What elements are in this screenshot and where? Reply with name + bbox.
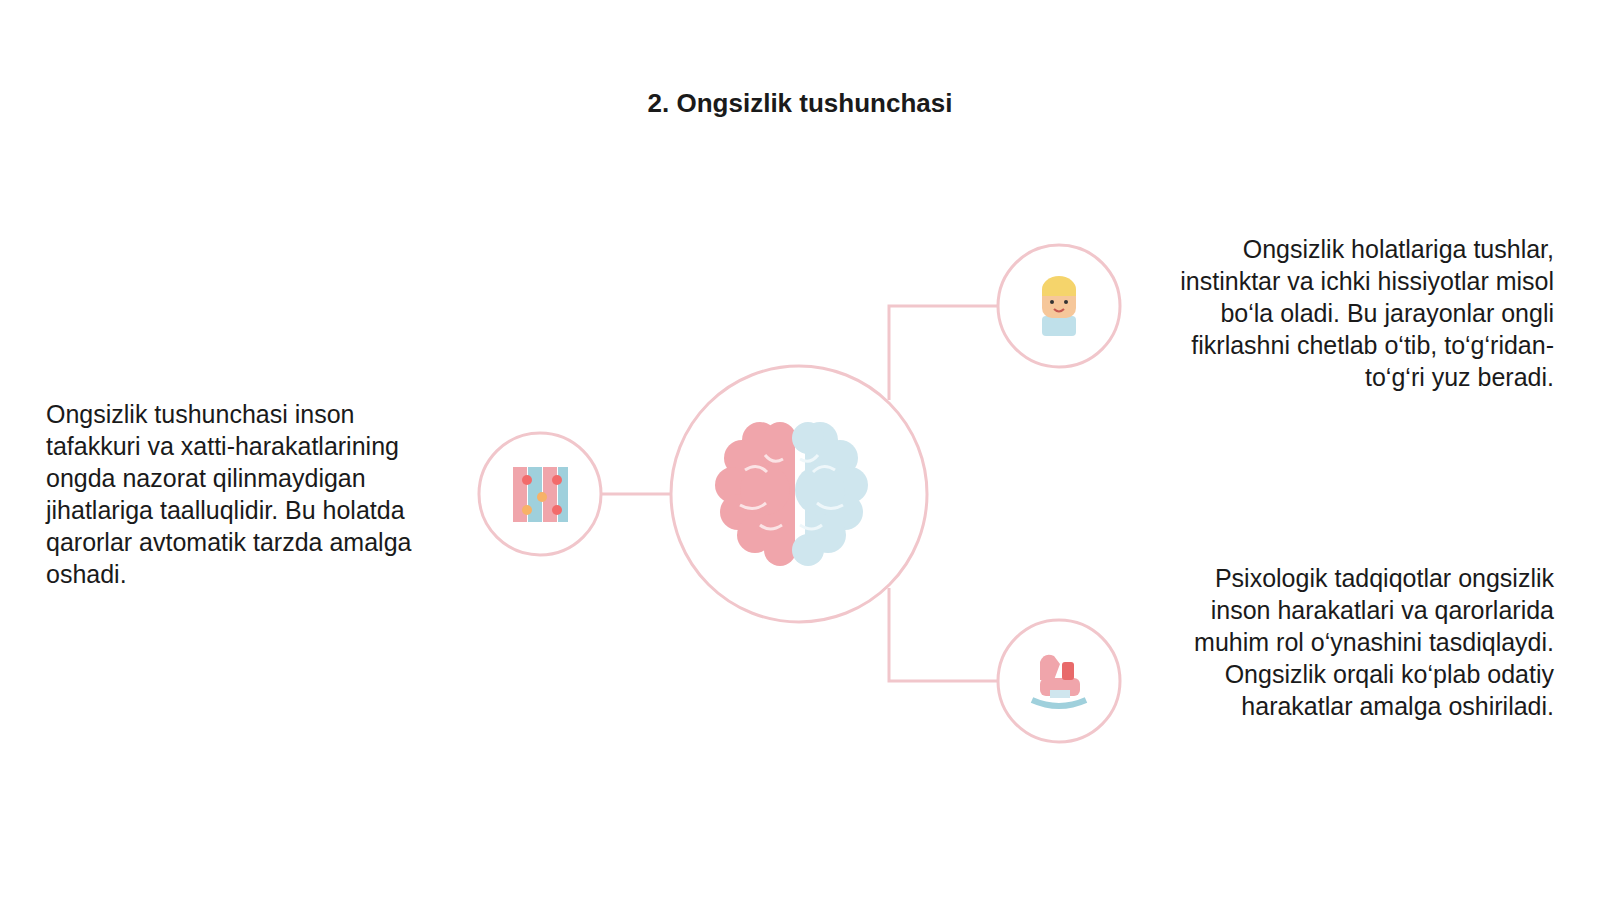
description-text: Ongsizlik holatlariga tushlar, instinkta…	[1160, 233, 1554, 393]
brain-icon	[715, 422, 868, 566]
puzzle-icon	[513, 467, 568, 522]
description-text: Ongsizlik tushunchasi inson tafakkuri va…	[46, 398, 438, 590]
child-icon	[1042, 276, 1076, 336]
slide-title: 2. Ongsizlik tushunchasi	[500, 88, 1100, 119]
rocking-horse-icon	[1032, 655, 1086, 706]
description-text: Psixologik tadqiqotlar ongsizlik inson h…	[1150, 562, 1554, 722]
